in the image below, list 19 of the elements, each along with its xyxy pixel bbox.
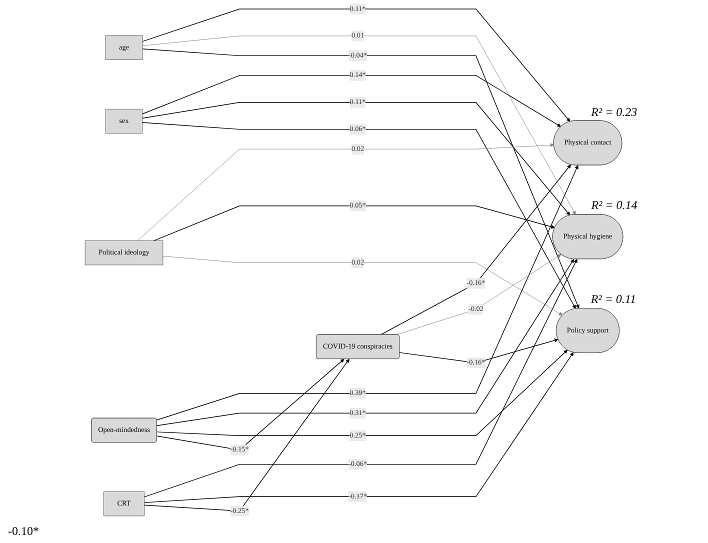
arrow [142, 48, 580, 309]
r-squared-label: R² = 0.14 [591, 198, 638, 214]
arrow [144, 258, 578, 498]
arrow [380, 164, 571, 336]
arrow [142, 122, 576, 309]
r-squared-label: R² = 0.11 [590, 292, 636, 308]
coefficient-label: -0.10* [8, 524, 39, 538]
arrow [144, 358, 350, 512]
arrow [399, 338, 558, 364]
arrow [156, 258, 574, 426]
arrow [142, 8, 570, 122]
arrow [142, 102, 570, 216]
arrow [154, 206, 555, 242]
arrow [142, 75, 562, 127]
arrow [156, 350, 568, 436]
arrow [156, 165, 578, 420]
r-squared-label: R² = 0.23 [591, 104, 638, 120]
arrow [144, 352, 574, 503]
arrow [156, 358, 344, 450]
